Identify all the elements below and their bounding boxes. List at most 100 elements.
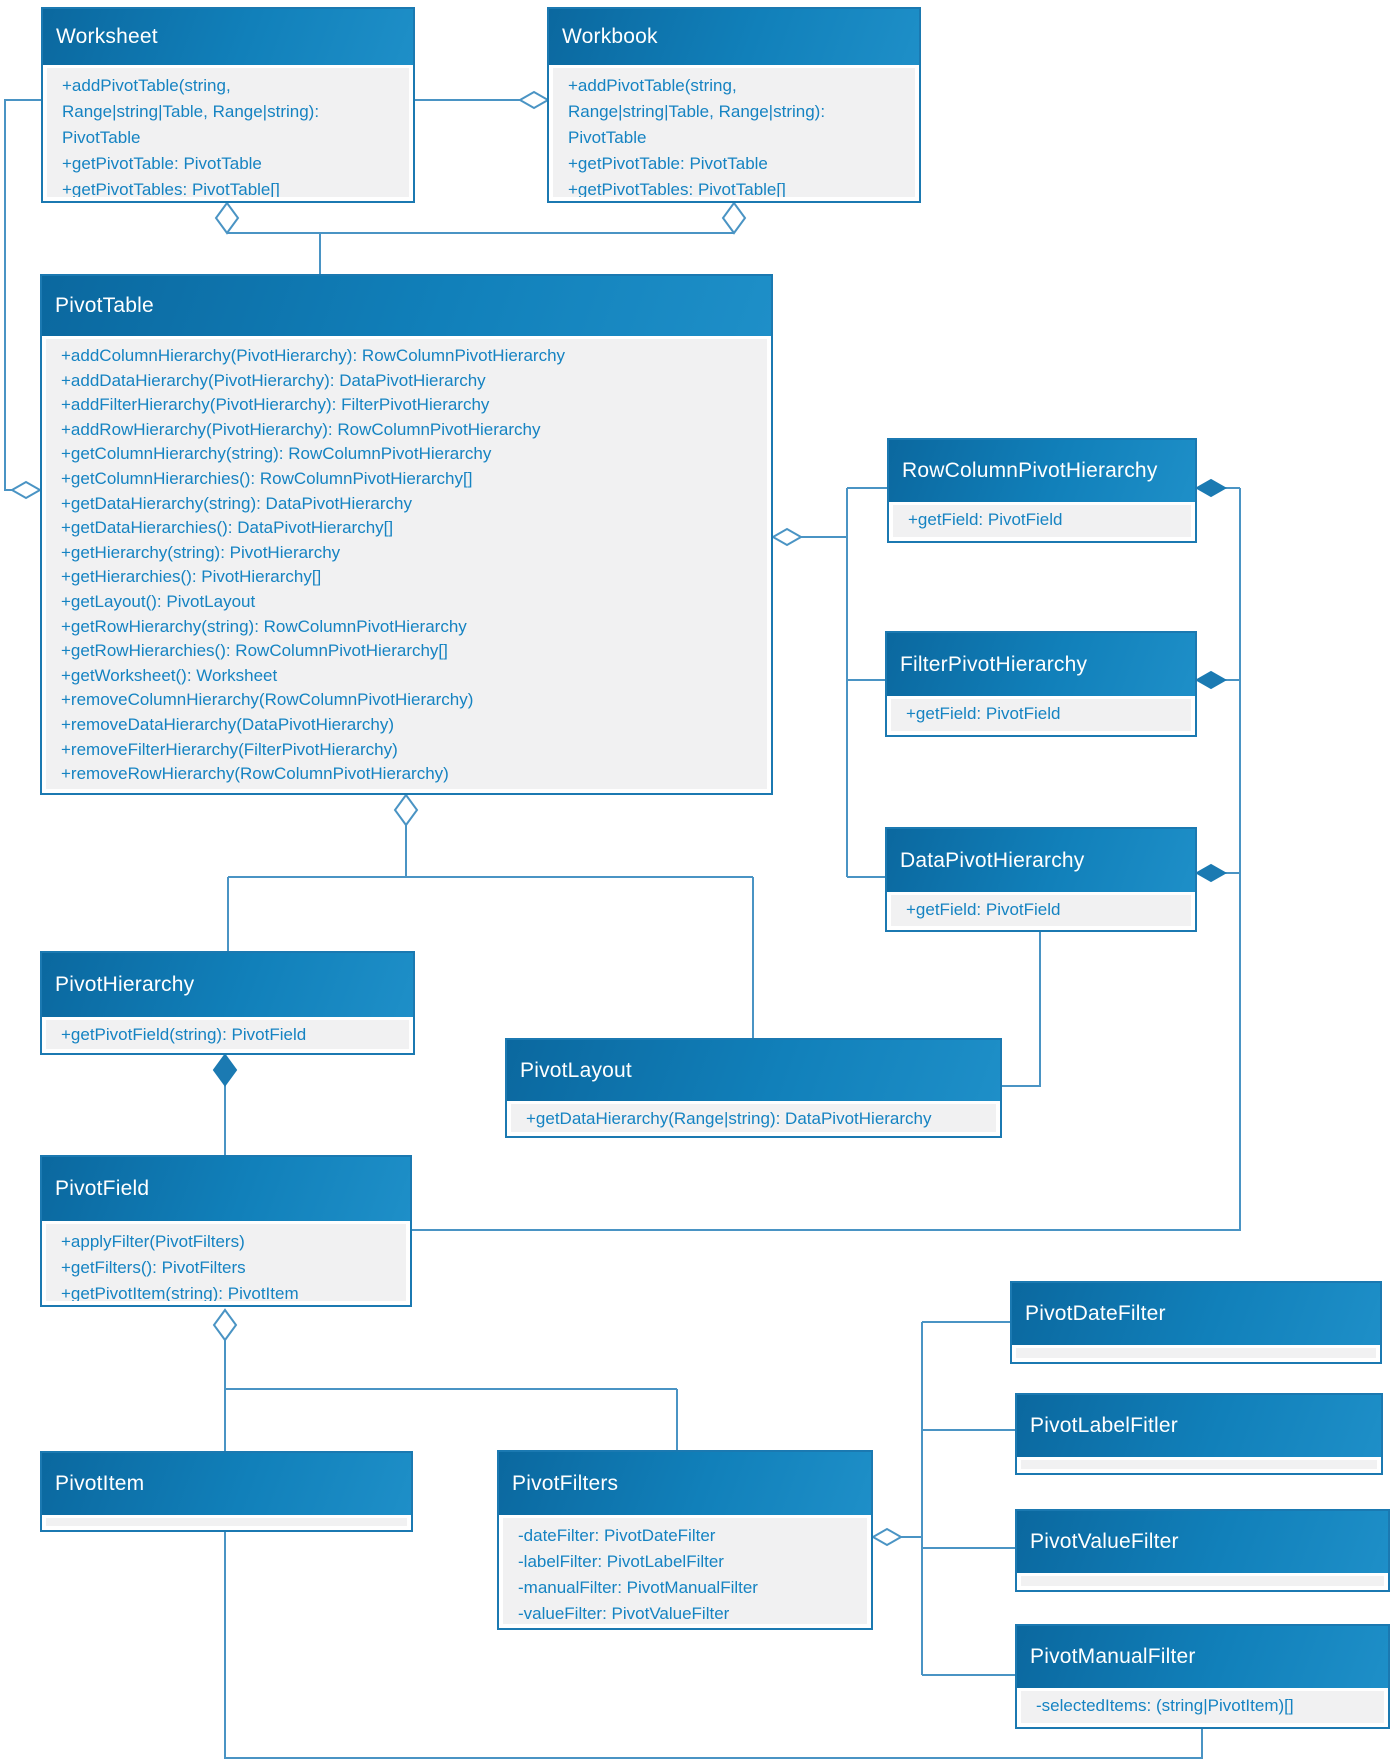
class-pivotfield: PivotField +applyFilter(PivotFilters) +g…: [40, 1155, 412, 1307]
class-pivottable: PivotTable +addColumnHierarchy(PivotHier…: [40, 274, 773, 795]
member-line: +getDataHierarchies(): DataPivotHierarch…: [61, 518, 394, 538]
member-line: +getField: PivotField: [906, 900, 1061, 919]
filled-diamond-filter-right: [1194, 670, 1228, 690]
class-members: [1016, 1348, 1376, 1358]
member-line: -valueFilter: PivotValueFilter: [518, 1604, 730, 1623]
class-members: +applyFilter(PivotFilters) +getFilters()…: [46, 1224, 406, 1301]
class-title: DataPivotHierarchy: [887, 829, 1195, 892]
hollow-diamond-pivotfilters-right: [870, 1527, 904, 1547]
class-members: +getField: PivotField: [891, 895, 1191, 926]
class-title: PivotTable: [42, 276, 771, 336]
member-line: +getLayout(): PivotLayout: [61, 591, 256, 611]
member-line: +getPivotTables: PivotTable[]: [568, 180, 786, 197]
connector-datapivothierarchy-pivotlayout: [1002, 932, 1041, 1087]
member-line: +getPivotField(string): PivotField: [61, 1025, 307, 1044]
filled-diamond-data-right: [1194, 863, 1228, 883]
filled-diamond-rowcolumn-right: [1194, 478, 1228, 498]
member-line: -manualFilter: PivotManualFilter: [518, 1578, 758, 1597]
connector-pivotitem-pivotmanualfilter: [224, 1532, 1203, 1759]
class-members: [46, 1518, 407, 1526]
hollow-diamond-workbook-bottom: [721, 201, 747, 235]
class-title: PivotHierarchy: [42, 953, 413, 1017]
class-members: -selectedItems: (string|PivotItem)[]: [1021, 1691, 1384, 1723]
class-title: PivotField: [42, 1157, 410, 1221]
member-line: +addFilterHierarchy(PivotHierarchy): Fil…: [61, 395, 490, 415]
member-line: +getHierarchies(): PivotHierarchy[]: [61, 567, 322, 587]
connector-hierarchies-pivotfield: [412, 487, 1241, 1231]
member-line: Range|string|Table, Range|string):: [568, 102, 826, 121]
class-worksheet: Worksheet +addPivotTable(string, Range|s…: [41, 7, 415, 203]
connector-worksheet-pivottable-left: [4, 99, 41, 491]
member-line: +getDataHierarchy(Range|string): DataPiv…: [526, 1109, 932, 1128]
member-line: +getColumnHierarchy(string): RowColumnPi…: [61, 444, 492, 464]
class-rowcolumnpivothierarchy: RowColumnPivotHierarchy +getField: Pivot…: [887, 438, 1197, 543]
class-pivotmanualfilter: PivotManualFilter -selectedItems: (strin…: [1015, 1624, 1390, 1729]
class-members: [1021, 1576, 1384, 1586]
class-pivotdatefilter: PivotDateFilter: [1010, 1281, 1382, 1364]
class-pivothierarchy: PivotHierarchy +getPivotField(string): P…: [40, 951, 415, 1055]
member-line: +getHierarchy(string): PivotHierarchy: [61, 542, 341, 562]
member-line: +applyFilter(PivotFilters): [61, 1232, 245, 1251]
member-line: +getPivotItem(string): PivotItem: [61, 1284, 299, 1301]
class-members: -dateFilter: PivotDateFilter -labelFilte…: [503, 1518, 867, 1624]
class-pivotlayout: PivotLayout +getDataHierarchy(Range|stri…: [505, 1038, 1002, 1138]
class-members: +getPivotField(string): PivotField: [46, 1020, 409, 1049]
class-members: [1021, 1460, 1377, 1469]
class-title: PivotLabelFitler: [1017, 1395, 1381, 1457]
member-line: +removeColumnHierarchy(RowColumnPivotHie…: [61, 690, 474, 710]
class-pivotfilters: PivotFilters -dateFilter: PivotDateFilte…: [497, 1450, 873, 1630]
class-title: Worksheet: [43, 9, 413, 65]
connector-worksheet-workbook-pivottable: [227, 232, 734, 274]
member-line: +getFilters(): PivotFilters: [61, 1258, 246, 1277]
member-line: -selectedItems: (string|PivotItem)[]: [1036, 1696, 1294, 1715]
member-line: PivotTable: [62, 128, 141, 147]
member-line: -dateFilter: PivotDateFilter: [518, 1526, 716, 1545]
class-datapivothierarchy: DataPivotHierarchy +getField: PivotField: [885, 827, 1197, 932]
hollow-diamond-pivotfield-bottom: [212, 1308, 238, 1342]
member-line: +getField: PivotField: [906, 704, 1061, 723]
class-members: +getField: PivotField: [893, 505, 1191, 537]
member-line: +removeFilterHierarchy(FilterPivotHierar…: [61, 739, 398, 759]
member-line: +getColumnHierarchies(): RowColumnPivotH…: [61, 468, 473, 488]
member-line: -labelFilter: PivotLabelFilter: [518, 1552, 724, 1571]
member-line: +getPivotTable: PivotTable: [62, 154, 262, 173]
class-members: +getDataHierarchy(Range|string): DataPiv…: [511, 1104, 996, 1132]
class-title: PivotFilters: [499, 1452, 871, 1515]
class-members: +addPivotTable(string, Range|string|Tabl…: [47, 68, 409, 197]
class-pivotitem: PivotItem: [40, 1451, 413, 1532]
filled-diamond-pivothierarchy-bottom: [212, 1053, 238, 1087]
connector-pivottable-hierarchy-layout: [227, 825, 754, 1038]
class-members: +addPivotTable(string, Range|string|Tabl…: [553, 68, 915, 197]
connector-pivottable-hierarchies: [801, 487, 887, 878]
class-title: PivotManualFilter: [1017, 1626, 1388, 1688]
class-workbook: Workbook +addPivotTable(string, Range|st…: [547, 7, 921, 203]
member-line: +addRowHierarchy(PivotHierarchy): RowCol…: [61, 419, 541, 439]
member-line: +addDataHierarchy(PivotHierarchy): DataP…: [61, 370, 486, 390]
class-title: Workbook: [549, 9, 919, 65]
connector-pivotfield-item-filters: [224, 1340, 678, 1451]
class-title: FilterPivotHierarchy: [887, 633, 1195, 696]
member-line: +getPivotTables: PivotTable[]: [62, 180, 280, 197]
member-line: PivotTable: [568, 128, 647, 147]
member-line: +getRowHierarchy(string): RowColumnPivot…: [61, 616, 467, 636]
connector-pivotfilters-filters: [901, 1321, 1015, 1676]
class-title: RowColumnPivotHierarchy: [889, 440, 1195, 502]
class-title: PivotItem: [42, 1453, 411, 1515]
class-pivotvaluefilter: PivotValueFilter: [1015, 1509, 1390, 1592]
member-line: +getPivotTable: PivotTable: [568, 154, 768, 173]
member-line: +addPivotTable(string,: [62, 76, 231, 95]
class-title: PivotLayout: [507, 1040, 1000, 1101]
class-filterpivothierarchy: FilterPivotHierarchy +getField: PivotFie…: [885, 631, 1197, 737]
class-title: PivotDateFilter: [1012, 1283, 1380, 1345]
member-line: +getDataHierarchy(string): DataPivotHier…: [61, 493, 412, 513]
member-line: +getWorksheet(): Worksheet: [61, 665, 278, 685]
member-line: +addColumnHierarchy(PivotHierarchy): Row…: [61, 346, 566, 365]
hollow-diamond-worksheet-bottom: [214, 201, 240, 235]
hollow-diamond-pivottable-right: [770, 527, 804, 547]
class-members: +getField: PivotField: [891, 699, 1191, 731]
member-line: +removeRowHierarchy(RowColumnPivotHierar…: [61, 764, 449, 784]
member-line: +getField: PivotField: [908, 510, 1063, 529]
member-line: Range|string|Table, Range|string):: [62, 102, 320, 121]
